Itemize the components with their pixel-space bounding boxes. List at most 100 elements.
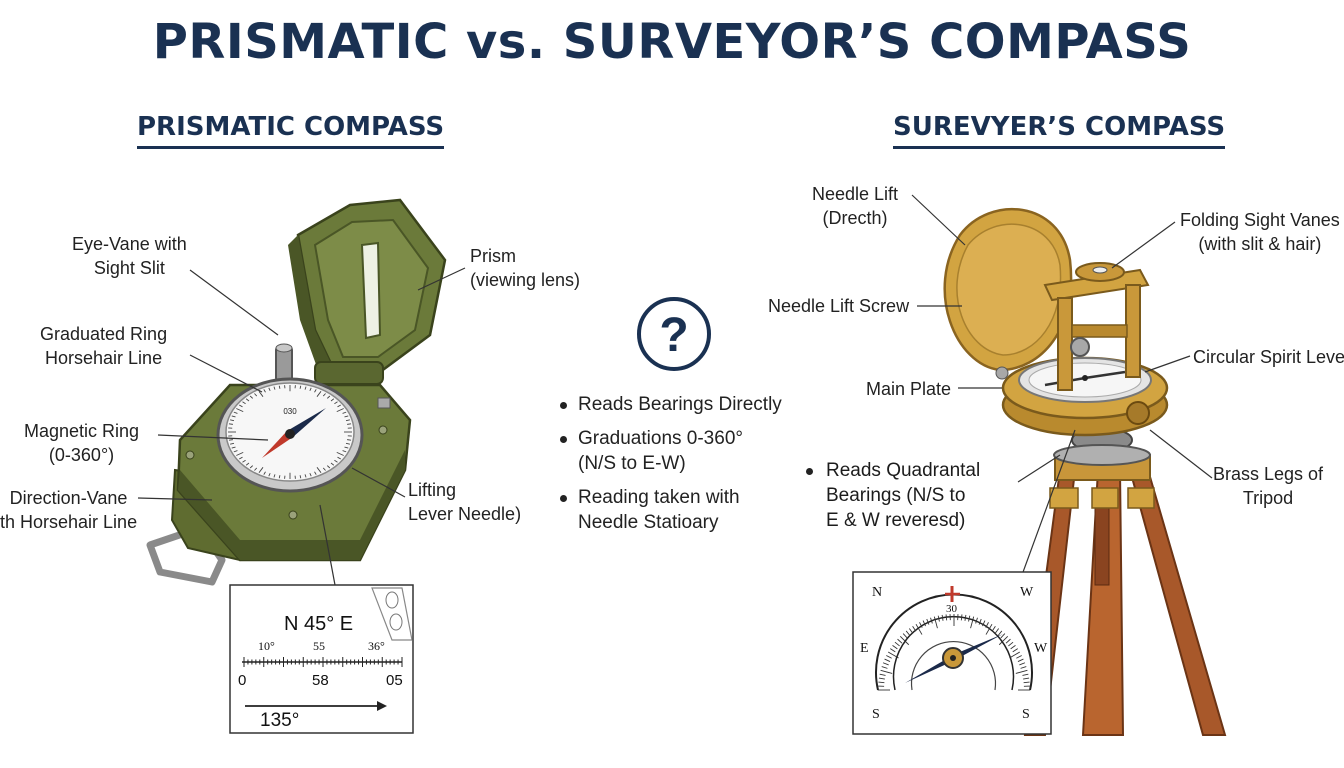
tick-mark (245, 398, 250, 402)
scale-top-2: 55 (313, 639, 325, 653)
tick-mark (960, 614, 963, 621)
tick-mark (881, 666, 888, 669)
dial-w-right: W (1034, 641, 1048, 656)
tick-mark (345, 419, 350, 422)
tick-mark (1022, 673, 1029, 676)
dial-s-right: S (1022, 707, 1030, 722)
tick-mark (326, 395, 331, 399)
tick-mark (254, 393, 258, 397)
scale-top-3: 36° (368, 639, 385, 653)
dial-w-top: W (1020, 585, 1034, 600)
tick-mark (228, 439, 233, 441)
tick-mark (964, 614, 967, 621)
tick-mark (879, 673, 886, 676)
tick-mark (278, 475, 281, 479)
bullet-reads-directly: Reads Bearings Directly (556, 392, 806, 417)
tick-mark (1000, 633, 1006, 639)
tick-mark (304, 474, 307, 478)
tick-mark (238, 404, 243, 408)
tick-mark (1023, 681, 1030, 684)
tick-mark (299, 475, 302, 479)
quadrant-dial-box: N W E W S S 30 (852, 571, 1052, 735)
tick-mark (899, 635, 910, 646)
tick-mark (334, 459, 338, 463)
label-folding-vanes: Folding Sight Vanes (with slit & hair) (1180, 210, 1340, 254)
dial-label: 030 (283, 407, 297, 416)
tick-mark (322, 467, 326, 471)
tick-mark (1015, 669, 1028, 674)
scale-bottom-3: 05 (386, 672, 403, 689)
tick-mark (878, 677, 885, 680)
tick-mark (997, 630, 1003, 636)
tick-mark (878, 681, 885, 684)
label-main-plate: Main Plate (866, 379, 952, 399)
bullet-quadrantal: Reads Quadrantal Bearings (N/S to E & W … (806, 458, 980, 533)
prismatic-compass: 030 (146, 198, 447, 586)
label-needle-lift: Needle Lift (Drecth) (812, 184, 899, 228)
tick-mark (238, 456, 243, 460)
question-badge: ? (637, 297, 711, 371)
tick-mark (263, 389, 266, 393)
tick-mark (258, 467, 264, 473)
tick-mark (263, 471, 266, 475)
tick-mark (230, 419, 235, 422)
bullet-graduations: Graduations 0-360° (N/S to E-W) (556, 426, 806, 476)
tick-mark (344, 415, 349, 418)
reading-arrow-value: 135° (260, 710, 299, 731)
tick-mark (231, 446, 236, 449)
label-needle-screw: Needle Lift Screw (768, 296, 910, 316)
tick-mark (230, 442, 235, 445)
label-spirit-level: Circular Spirit Level (1193, 347, 1344, 367)
tick-mark (968, 615, 971, 622)
tick-mark (1005, 638, 1011, 644)
reading-scale-ticks (243, 657, 403, 667)
tick-mark (322, 393, 326, 397)
tick-mark (314, 389, 317, 393)
tick-mark (912, 626, 917, 632)
tick-mark (273, 474, 276, 478)
tick-mark (342, 411, 347, 414)
tick-mark (922, 620, 926, 627)
tick-mark (1020, 666, 1027, 669)
tick-mark (941, 614, 944, 621)
tick-mark (926, 618, 930, 625)
tick-mark (985, 623, 993, 635)
tick-mark (337, 404, 342, 408)
tick-mark (985, 622, 989, 628)
tick-mark (347, 423, 352, 425)
tick-mark (1017, 658, 1024, 662)
tick-mark (945, 614, 948, 621)
tick-mark (336, 451, 344, 456)
tick-mark (937, 615, 940, 622)
tick-mark (337, 456, 342, 460)
tick-mark (334, 401, 338, 405)
label-prism: Prism (viewing lens) (470, 246, 581, 290)
bullet-quadrantal-text: Reads Quadrantal Bearings (N/S to E & W … (826, 460, 981, 531)
tick-mark (1008, 641, 1014, 647)
tick-mark (233, 411, 238, 414)
tick-mark (249, 395, 254, 399)
bullet-needle-stationary: Reading taken with Needle Statioary (556, 485, 806, 535)
tick-mark (316, 391, 322, 397)
reading-box: N 45° E 10° 55 36° 0 58 05 135° (229, 584, 414, 734)
label-brass-legs: Brass Legs of Tripod (1213, 464, 1324, 508)
scale-bottom-2: 58 (312, 672, 329, 689)
tick-mark (908, 628, 914, 634)
tick-mark (975, 617, 978, 624)
tick-mark (233, 450, 238, 453)
tick-mark (933, 616, 938, 629)
page-title: PRISMATIC vs. SURVEYOR’S COMPASS (152, 14, 1192, 70)
tick-mark (342, 450, 347, 453)
tick-mark (309, 473, 312, 477)
tick-mark (919, 622, 923, 628)
label-lifting-lever: Lifting Lever Needle) (408, 480, 522, 524)
tick-mark (236, 408, 244, 413)
scale-bottom-1: 0 (238, 672, 246, 689)
tick-mark (890, 648, 896, 653)
label-graduated-ring: Graduated Ring Horsehair Line (40, 324, 168, 368)
prismatic-feature-list: Reads Bearings Directly Graduations 0-36… (556, 392, 806, 544)
tick-mark (242, 401, 246, 405)
tick-mark (1023, 677, 1030, 680)
tick-mark (978, 618, 982, 625)
